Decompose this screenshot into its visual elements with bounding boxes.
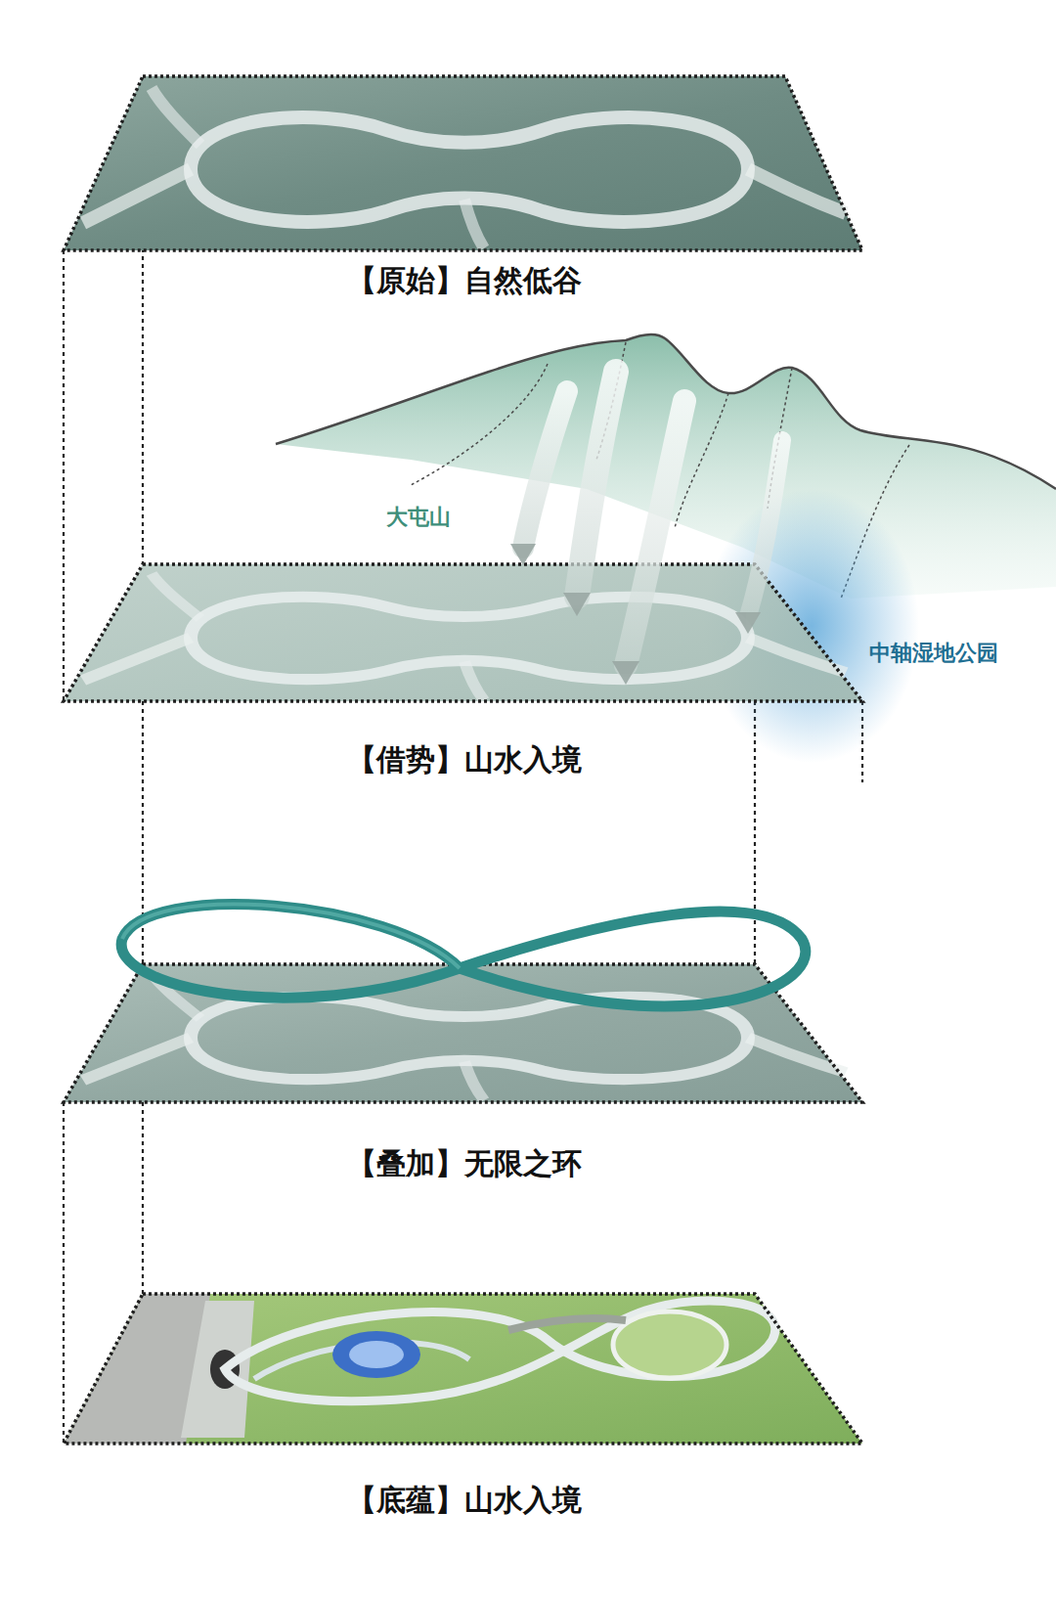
place-name: 大屯山 xyxy=(386,502,451,532)
place-name: 中轴湿地公园 xyxy=(869,638,999,668)
plane-caption: 【借势】山水入境 xyxy=(347,740,582,781)
plane-caption: 【底蕴】山水入境 xyxy=(347,1480,582,1521)
plane-caption: 【叠加】无限之环 xyxy=(347,1144,582,1185)
plane-caption: 【原始】自然低谷 xyxy=(347,261,582,302)
